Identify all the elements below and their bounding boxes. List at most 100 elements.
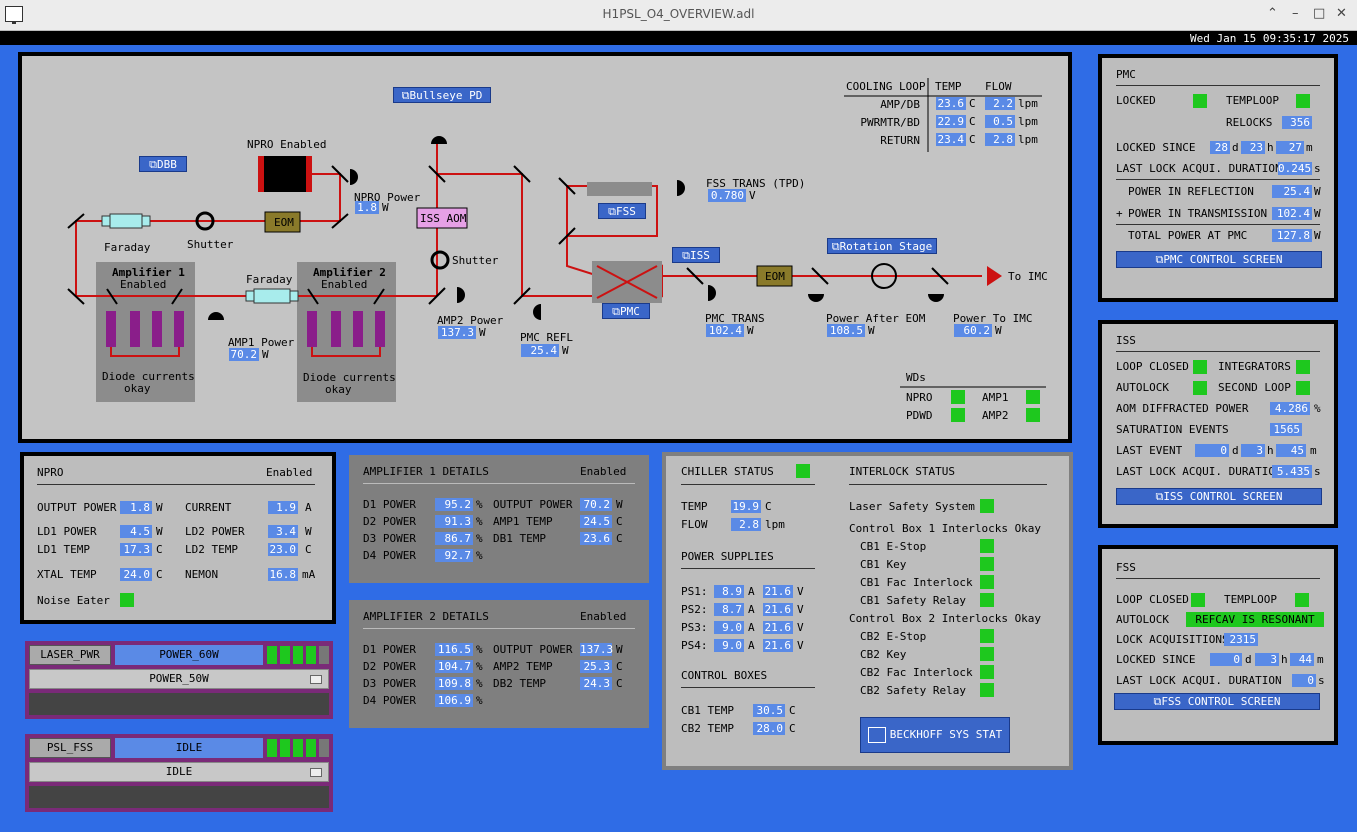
npro-panel: NPRO Enabled OUTPUT POWER 1.8 W CURRENT … [20, 452, 336, 624]
pmc-temploop-label: TEMPLOOP [1226, 94, 1279, 107]
fss-autolock-label: AUTOLOCK [1116, 613, 1169, 626]
fss-lock-acq-value: 2315 [1224, 633, 1258, 646]
cooling-loop-title: COOLING LOOP [846, 80, 926, 93]
bullseye-pd-button[interactable]: ⧉Bullseye PD [393, 87, 491, 103]
laser-pwr-label[interactable]: LASER_PWR [29, 645, 111, 665]
pmc-plus-sign: + [1116, 207, 1123, 220]
amp1-power-value: 70.2 [229, 348, 259, 361]
amp2-temp-value: 25.3 [580, 660, 612, 673]
amplifier-1-diodes [106, 311, 184, 347]
amp1-d1-label: D1 POWER [363, 498, 416, 511]
rotation-stage-button[interactable]: ⧉Rotation Stage [827, 238, 937, 254]
amp1-d4-value: 92.7 [435, 549, 473, 562]
optical-layout-diagram: NPRO Enabled NPRO Power Faraday Shutter … [67, 78, 1048, 422]
pmc-control-screen-button[interactable]: ⧉PMC CONTROL SCREEN [1116, 251, 1322, 268]
close-icon[interactable]: ✕ [1336, 6, 1347, 21]
mirrors [67, 165, 949, 305]
fss-title: FSS [1116, 561, 1136, 574]
fss-locked-minutes: 44 [1290, 653, 1314, 666]
pmc-refl-value: 25.4 [1272, 185, 1312, 198]
laser-pwr-menu[interactable]: POWER_50W [29, 669, 329, 689]
amp1-d2-label: D2 POWER [363, 515, 416, 528]
cb2-interlocks-title: Control Box 2 Interlocks Okay [849, 612, 1042, 625]
iss-second-loop-label: SECOND LOOP [1218, 381, 1291, 394]
db2-temp-value: 24.3 [580, 677, 612, 690]
npro-output-value: 1.8 [120, 501, 152, 514]
amp1-d2-value: 91.3 [435, 515, 473, 528]
dbb-button[interactable]: ⧉DBB [139, 156, 187, 172]
fss-control-screen-button[interactable]: ⧉FSS CONTROL SCREEN [1114, 693, 1320, 710]
ps-name: PS4: [681, 639, 708, 652]
status-indicator [293, 646, 303, 664]
cb2-temp-value: 28.0 [753, 722, 785, 735]
cb1-key-led [980, 557, 994, 571]
current-date: Wed Jan 15 09:35:17 2025 [1190, 32, 1349, 45]
amp1-d1-value: 95.2 [435, 498, 473, 511]
cb2-safety-relay-label: CB2 Safety Relay [860, 684, 966, 697]
iss-button[interactable]: ⧉ISS [672, 247, 720, 263]
amp2-d2-value: 104.7 [435, 660, 473, 673]
amp1-temp-value: 24.5 [580, 515, 612, 528]
fss-last-lock-value: 0 [1292, 674, 1316, 687]
iss-autolock-led [1193, 381, 1207, 395]
status-indicator [319, 739, 329, 757]
cb1-fac-interlock-label: CB1 Fac Interlock [860, 576, 973, 589]
cb1-safety-relay-label: CB1 Safety Relay [860, 594, 966, 607]
wds-title: WDs [906, 371, 926, 384]
cooling-temp-value: 22.9 [936, 115, 966, 128]
fss-button[interactable]: ⧉FSS [598, 203, 646, 219]
npro-output-label: OUTPUT POWER [37, 501, 117, 514]
chiller-status-title: CHILLER STATUS [681, 465, 774, 478]
fss-temploop-label: TEMPLOOP [1224, 593, 1277, 606]
amp1-output-value: 70.2 [580, 498, 612, 511]
iss-title: ISS [1116, 334, 1136, 347]
chiller-flow-value: 2.8 [731, 518, 761, 531]
npro-ld2-temp-value: 23.0 [268, 543, 298, 556]
minimize-icon[interactable]: – [1292, 6, 1299, 21]
cooling-row-name: PWRMTR/BD [860, 116, 920, 129]
amp2-d4-label: D4 POWER [363, 694, 416, 707]
beckhoff-sys-stat-button[interactable]: BECKHOFF SYS STAT [860, 717, 1010, 753]
iss-last-lock-label: LAST LOCK ACQUI. DURATION [1116, 465, 1282, 478]
psl-fss-label[interactable]: PSL_FSS [29, 738, 111, 758]
status-indicator [267, 739, 277, 757]
control-boxes-title: CONTROL BOXES [681, 669, 768, 682]
laser-pwr-control: LASER_PWR POWER_60W POWER_50W [25, 641, 333, 719]
db1-temp-value: 23.6 [580, 532, 612, 545]
pmc-trans-value: 102.4 [706, 324, 744, 337]
cb1-safety-relay-led [980, 593, 994, 607]
pmc-title: PMC [1116, 68, 1136, 81]
chevron-up-icon[interactable]: ⌃ [1267, 6, 1278, 21]
pmc-button[interactable]: ⧉PMC [602, 303, 650, 319]
iss-last-lock-value: 5.435 [1272, 465, 1312, 478]
npro-enabled-label: NPRO Enabled [247, 138, 326, 151]
ps-voltage-value: 21.6 [763, 585, 793, 598]
fss-panel: FSS LOOP CLOSED TEMPLOOP AUTOLOCK REFCAV… [1098, 545, 1338, 745]
amp2-d4-value: 106.9 [435, 694, 473, 707]
power-after-eom-value: 108.5 [827, 324, 865, 337]
npro-nemon-value: 16.8 [268, 568, 298, 581]
status-indicator [280, 739, 290, 757]
amp2-power-value: 137.3 [438, 326, 476, 339]
iss-control-screen-button[interactable]: ⧉ISS CONTROL SCREEN [1116, 488, 1322, 505]
maximize-icon[interactable]: □ [1313, 6, 1326, 21]
window-stack-icon [867, 727, 886, 743]
ps-voltage-value: 21.6 [763, 603, 793, 616]
wd-amp2-label: AMP2 [982, 409, 1009, 422]
fss-locked-hours: 3 [1255, 653, 1279, 666]
cooling-flow-value: 2.8 [985, 133, 1015, 146]
shutter-1-label: Shutter [187, 238, 234, 251]
amplifier-1-enabled: Enabled [120, 278, 166, 291]
laser-pwr-state: POWER_60W [115, 645, 263, 665]
amplifier-1-title: Amplifier 1 [112, 266, 185, 279]
npro-xtal-temp-value: 24.0 [120, 568, 152, 581]
amp2-d3-value: 109.8 [435, 677, 473, 690]
npro-laser-block [262, 156, 307, 192]
pmc-temploop-led [1296, 94, 1310, 108]
amp1-details-enabled: Enabled [580, 465, 627, 478]
amp2-output-value: 137.3 [580, 643, 614, 656]
pmc-refl-label: POWER IN REFLECTION [1128, 185, 1254, 198]
psl-fss-menu[interactable]: IDLE [29, 762, 329, 782]
ps-current-value: 9.0 [714, 639, 744, 652]
amp2-temp-label: AMP2 TEMP [493, 660, 553, 673]
